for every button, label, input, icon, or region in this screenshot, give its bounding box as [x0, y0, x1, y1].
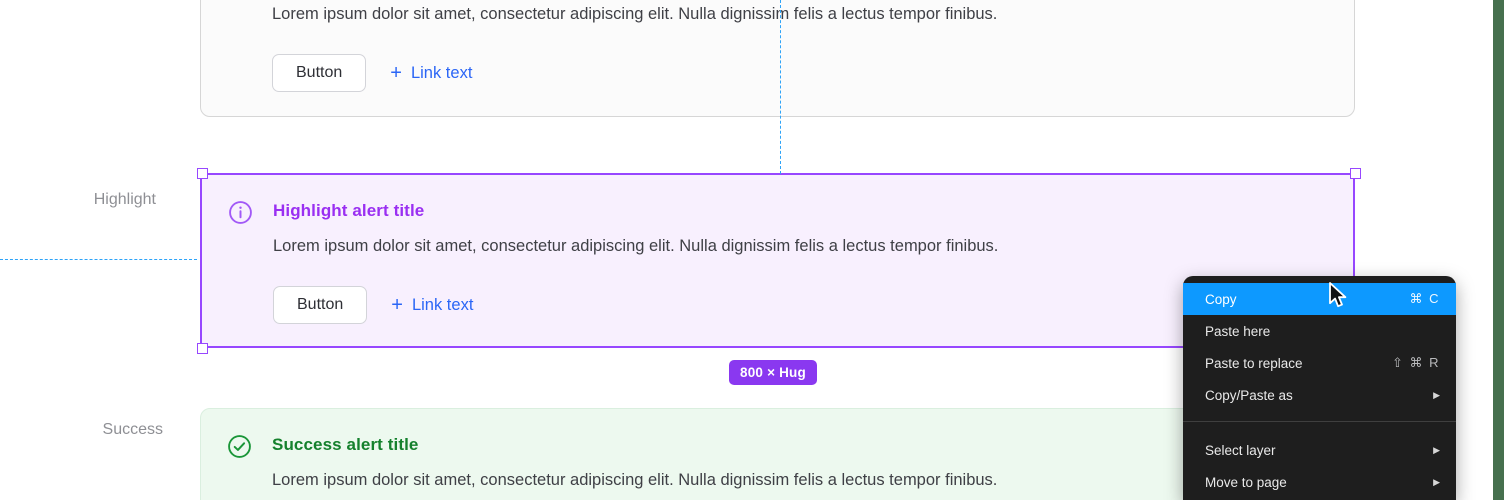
alert-link-label: Link text: [411, 295, 474, 314]
menu-item-copy[interactable]: Copy ⌘ C: [1183, 283, 1456, 315]
alert-body-text: Lorem ipsum dolor sit amet, consectetur …: [272, 471, 998, 489]
section-label-highlight: Highlight: [93, 191, 156, 208]
size-badge: 800 × Hug: [729, 360, 817, 385]
alert-card-success[interactable]: Success alert title Lorem ipsum dolor si…: [200, 408, 1355, 500]
selection-handle-top-right[interactable]: [1350, 168, 1361, 179]
alert-body-text: Lorem ipsum dolor sit amet, consectetur …: [272, 5, 998, 23]
menu-item-move-to-page[interactable]: Move to page ▶: [1183, 466, 1456, 498]
vertical-alignment-guide: [780, 0, 781, 174]
alert-body-text: Lorem ipsum dolor sit amet, consectetur …: [273, 237, 999, 255]
horizontal-alignment-guide: [0, 259, 197, 260]
alert-card-default[interactable]: Lorem ipsum dolor sit amet, consectetur …: [200, 0, 1355, 117]
menu-item-label: Paste here: [1205, 323, 1271, 339]
submenu-arrow-icon: ▶: [1433, 476, 1440, 487]
alert-actions: Button + Link text: [272, 54, 472, 92]
menu-item-paste-here[interactable]: Paste here: [1183, 315, 1456, 347]
right-edge-green-strip: [1493, 0, 1504, 500]
alert-button[interactable]: Button: [272, 54, 367, 92]
menu-item-paste-to-replace[interactable]: Paste to replace ⇧ ⌘ R: [1183, 347, 1456, 379]
alert-link-label: Link text: [410, 63, 473, 82]
menu-item-copy-paste-as[interactable]: Copy/Paste as ▶: [1183, 379, 1456, 411]
alert-link[interactable]: + Link text: [391, 295, 473, 315]
plus-icon: +: [391, 294, 403, 316]
menu-item-label: Paste to replace: [1205, 355, 1303, 371]
alert-actions: Button + Link text: [273, 286, 473, 324]
menu-item-shortcut: ⇧ ⌘ R: [1391, 355, 1440, 370]
menu-item-label: Copy/Paste as: [1205, 387, 1293, 403]
menu-item-label: Move to page: [1205, 474, 1287, 490]
plus-icon: +: [390, 62, 402, 84]
alert-card-highlight[interactable]: Highlight alert title Lorem ipsum dolor …: [200, 173, 1355, 348]
menu-item-shortcut: ⌘ C: [1409, 291, 1440, 306]
check-circle-icon: [227, 434, 252, 459]
selection-handle-top-left[interactable]: [197, 168, 208, 179]
context-menu: Copy ⌘ C Paste here Paste to replace ⇧ ⌘…: [1183, 276, 1456, 500]
selection-handle-bottom-left[interactable]: [197, 343, 208, 354]
mouse-cursor-icon: [1326, 281, 1354, 316]
menu-divider: [1183, 421, 1456, 422]
menu-item-select-layer[interactable]: Select layer ▶: [1183, 434, 1456, 466]
section-label-success: Success: [102, 421, 163, 438]
info-circle-icon: [228, 200, 253, 225]
alert-title: Highlight alert title: [273, 201, 425, 220]
submenu-arrow-icon: ▶: [1433, 444, 1440, 455]
alert-button[interactable]: Button: [273, 286, 368, 324]
menu-item-label: Select layer: [1205, 442, 1276, 458]
alert-title: Success alert title: [272, 435, 419, 454]
alert-link[interactable]: + Link text: [390, 63, 472, 83]
menu-item-label: Copy: [1205, 291, 1237, 307]
submenu-arrow-icon: ▶: [1433, 389, 1440, 400]
